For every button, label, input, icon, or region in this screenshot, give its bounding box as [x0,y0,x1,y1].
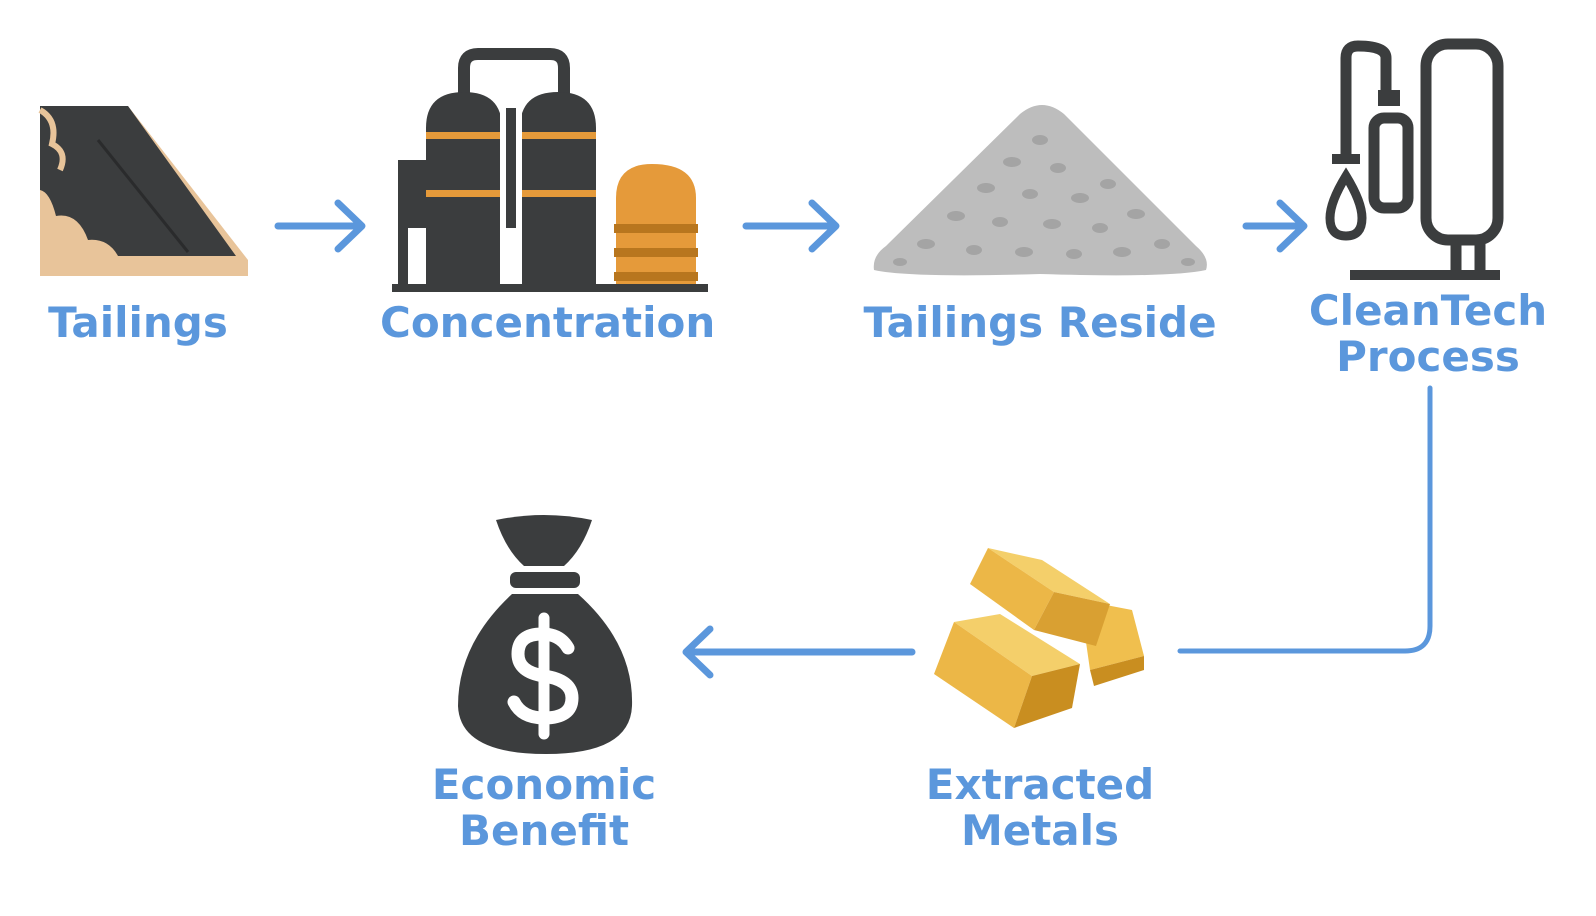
residue-pile-icon [873,105,1207,276]
extracted-metals-label: Extracted Metals [920,762,1160,854]
money-bag-icon [458,515,633,754]
tailings-residue-label: Tailings Reside [863,298,1217,347]
economic-benefit-label-line1: Economic [431,760,657,809]
extracted-metals-label-line1: Extracted [925,760,1155,809]
economic-benefit-label: Economic Benefit [424,762,664,854]
arrow-tailings-to-concentration [274,199,366,253]
tailings-label: Tailings [48,298,228,347]
processing-plant-icon [392,48,708,292]
economic-benefit-label-line2: Benefit [458,806,630,855]
cleantech-label-line2: Process [1336,332,1520,381]
tailings-dam-icon [38,106,248,276]
extracted-metals-label-line2: Metals [960,806,1120,855]
arrow-concentration-to-residue [742,199,840,253]
cleantech-label-line1: CleanTech [1308,286,1548,335]
concentration-label: Concentration [380,298,716,347]
arrow-residue-to-cleantech [1242,199,1308,253]
connector-cleantech-to-metals [1177,385,1433,654]
cleantech-equipment-icon [1325,38,1504,280]
gold-bars-icon [934,548,1144,728]
arrow-metals-to-benefit [682,625,916,679]
cleantech-label: CleanTech Process [1306,288,1550,380]
